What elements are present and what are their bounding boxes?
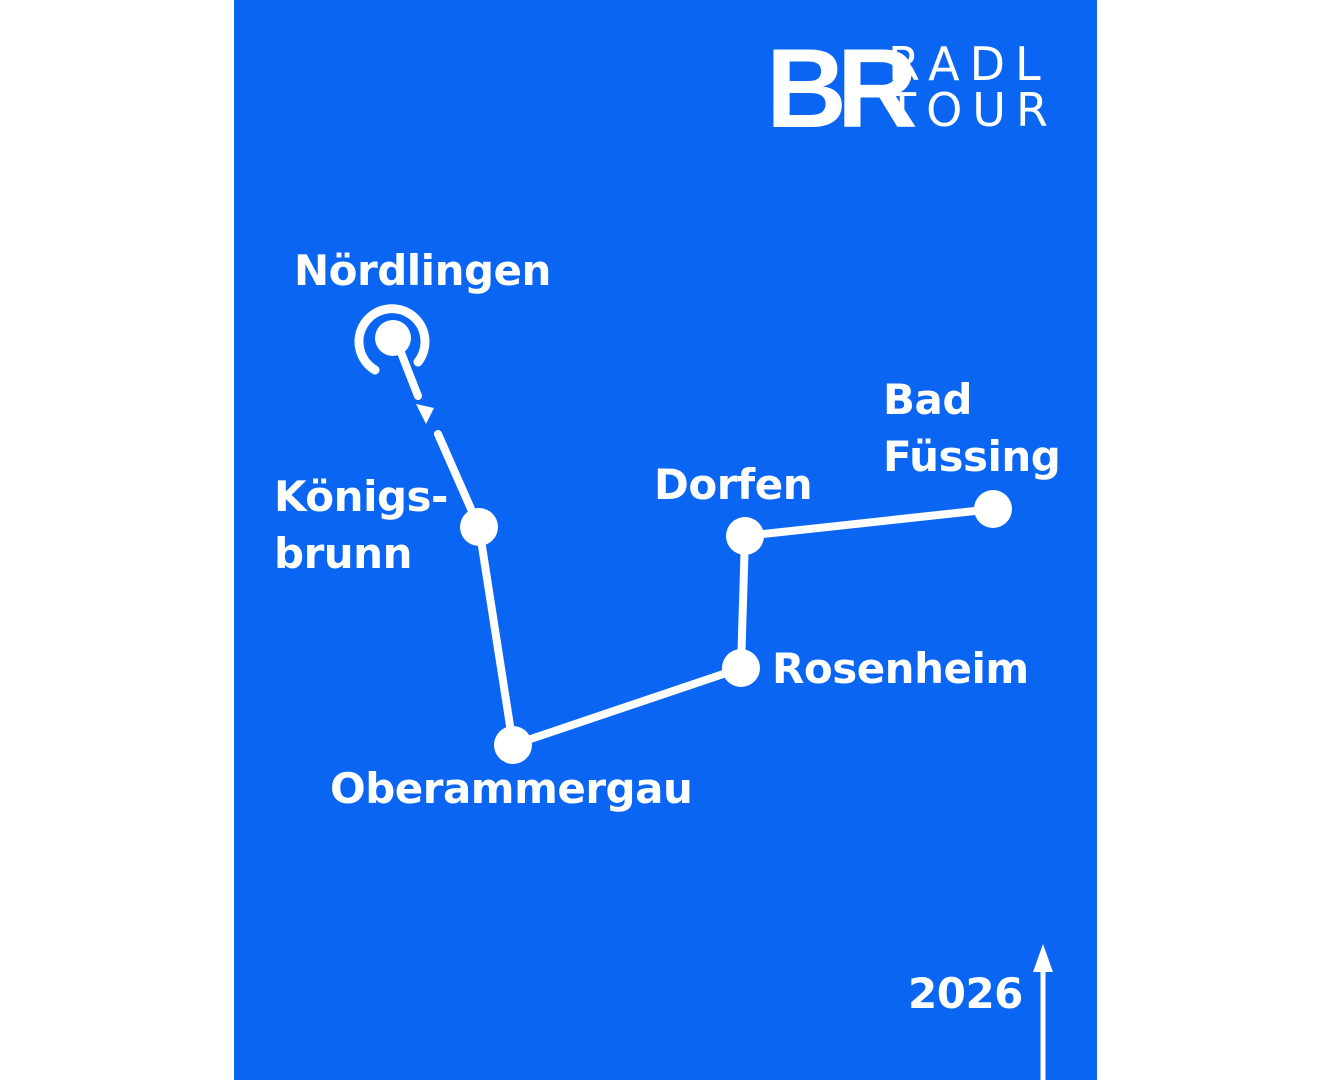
- map-background: [234, 0, 1097, 1080]
- stop-marker-bad-fuessing: [974, 490, 1012, 528]
- stop-label-dorfen: Dorfen: [654, 460, 813, 509]
- stop-label-koenigsbrunn-2: brunn: [274, 529, 412, 578]
- stop-label-bad-fuessing-1: Bad: [883, 375, 972, 424]
- logo-radl: RADL: [888, 37, 1051, 91]
- stop-label-oberammergau: Oberammergau: [330, 764, 693, 813]
- stop-label-rosenheim: Rosenheim: [772, 644, 1029, 693]
- stop-marker-noerdlingen: [375, 320, 411, 356]
- stop-marker-oberammergau: [494, 726, 532, 764]
- stop-marker-rosenheim: [722, 649, 760, 687]
- logo-tour: TOUR: [888, 83, 1058, 137]
- year-arrow-head-icon: [1033, 944, 1053, 972]
- br-logo: BR: [766, 26, 918, 151]
- stop-label-noerdlingen: Nördlingen: [294, 246, 551, 295]
- stop-marker-koenigsbrunn: [460, 508, 498, 546]
- stop-marker-dorfen: [726, 517, 764, 555]
- year-label: 2026: [908, 969, 1023, 1018]
- stop-label-bad-fuessing-2: Füssing: [883, 432, 1061, 481]
- start-ring: [354, 304, 430, 375]
- stop-label-koenigsbrunn-1: Königs-: [274, 472, 448, 521]
- direction-arrow-icon: [416, 404, 434, 424]
- route-segment: [396, 346, 422, 400]
